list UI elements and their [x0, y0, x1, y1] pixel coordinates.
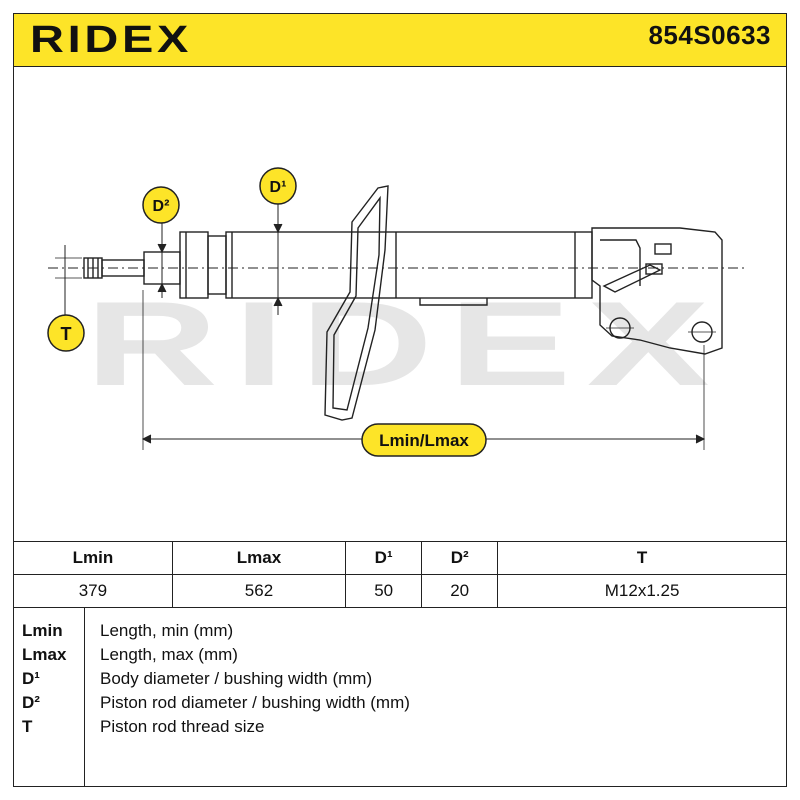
legend-key: D² [22, 693, 40, 712]
legend-item: D¹ Body diameter / bushing width (mm) [14, 669, 786, 693]
legend-desc: Body diameter / bushing width (mm) [100, 669, 373, 688]
specs-table: Lmin Lmax D¹ D² T 379 562 50 20 M12x1.25 [13, 541, 787, 608]
brand-logo: RIDEX [30, 22, 192, 56]
badge-t-label: T [61, 324, 72, 344]
table-cell: 562 [171, 574, 347, 608]
legend-item: Lmax Length, max (mm) [14, 645, 786, 669]
badge-t [47, 314, 85, 352]
legend-box: Lmin Length, min (mm) Lmax Length, max (… [13, 607, 787, 787]
legend-item: D² Piston rod diameter / bushing width (… [14, 693, 786, 717]
table-header-cell: T [497, 541, 787, 575]
legend-desc: Length, max (mm) [100, 645, 238, 664]
legend-key: Lmax [22, 645, 67, 664]
table-cell: 20 [421, 574, 499, 608]
badge-length [361, 423, 487, 457]
badge-d1-label: D¹ [270, 179, 287, 196]
legend-desc: Piston rod thread size [100, 717, 265, 736]
table-cell: 50 [345, 574, 423, 608]
legend-item: Lmin Length, min (mm) [14, 621, 786, 645]
watermark-logo: RIDEX [85, 277, 725, 411]
dimension-t [55, 245, 82, 320]
header-bar [13, 13, 787, 67]
table-cell: M12x1.25 [497, 574, 787, 608]
badge-d2-label: D² [153, 198, 170, 215]
part-number: 854S0633 [648, 20, 771, 50]
table-header-cell: Lmin [13, 541, 173, 575]
table-header-cell: D² [421, 541, 499, 575]
legend-item: T Piston rod thread size [14, 717, 786, 741]
table-cell: 379 [13, 574, 173, 608]
legend-key: D¹ [22, 669, 40, 688]
table-header-cell: Lmax [171, 541, 347, 575]
legend-key: Lmin [22, 621, 63, 640]
legend-desc: Piston rod diameter / bushing width (mm) [100, 693, 410, 712]
table-header-cell: D¹ [345, 541, 423, 575]
badge-length-label: Lmin/Lmax [379, 431, 469, 450]
badge-d2 [142, 186, 180, 224]
legend-key: T [22, 717, 33, 736]
legend-desc: Length, min (mm) [100, 621, 234, 640]
dimension-d1 [273, 202, 283, 315]
brand-logo-text: RIDEX [30, 22, 192, 56]
table-row: 379 562 50 20 M12x1.25 [13, 574, 787, 608]
dimension-d2 [157, 218, 167, 298]
shock-absorber-outline [48, 185, 745, 421]
badge-d1 [259, 167, 297, 205]
technical-drawing: RIDEX [47, 167, 745, 457]
legend-divider [84, 608, 85, 786]
table-header-row: Lmin Lmax D¹ D² T [13, 541, 787, 575]
